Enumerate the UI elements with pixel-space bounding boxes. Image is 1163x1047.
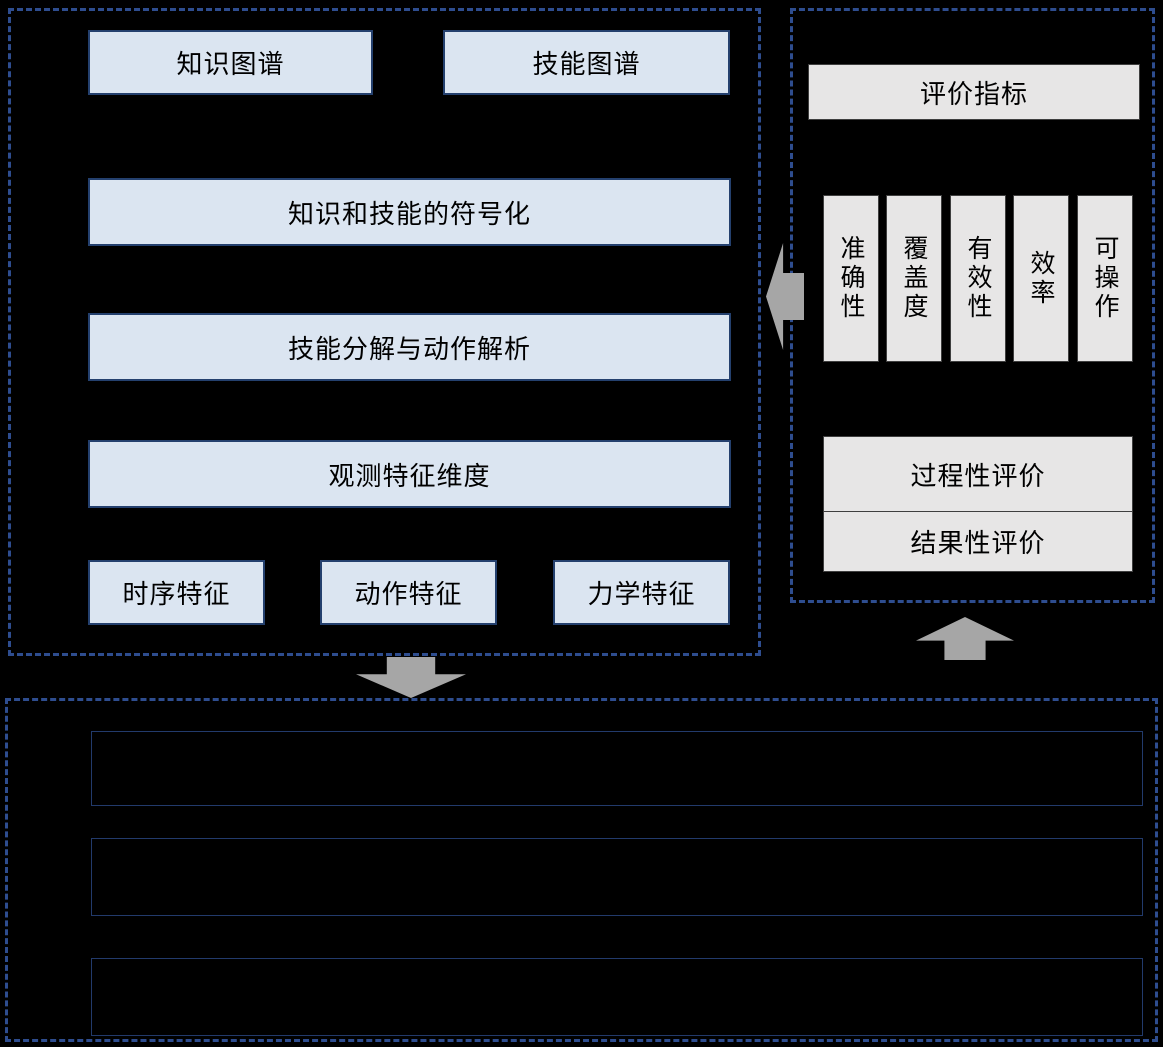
process-evaluation-box: 过程性评价 (823, 436, 1133, 512)
knowledge-skill-panel: 知识图谱 技能图谱 知识和技能的符号化 技能分解与动作解析 观测特征维度 时序特… (8, 8, 761, 656)
metric-effectiveness-box: 有效性 (950, 195, 1006, 362)
skill-decomposition-box: 技能分解与动作解析 (88, 313, 731, 381)
evaluation-panel: 评价指标 准确性 覆盖度 有效性 效率 可操作 过程性评价 结果性评价 (790, 8, 1155, 603)
observed-feature-dimension-box: 观测特征维度 (88, 440, 731, 508)
knowledge-graph-box: 知识图谱 (88, 30, 373, 95)
temporal-feature-box: 时序特征 (88, 560, 265, 625)
symbolization-box: 知识和技能的符号化 (88, 178, 731, 246)
action-feature-box: 动作特征 (320, 560, 497, 625)
metric-coverage-box: 覆盖度 (886, 195, 942, 362)
bottom-box-3 (91, 958, 1143, 1036)
metric-operability-box: 可操作 (1077, 195, 1133, 362)
result-evaluation-box: 结果性评价 (823, 511, 1133, 572)
block-arrow-down-icon (356, 657, 466, 698)
block-arrow-up-icon (916, 617, 1014, 660)
mechanics-feature-box: 力学特征 (553, 560, 730, 625)
metric-efficiency-box: 效率 (1013, 195, 1069, 362)
bottom-panel (5, 698, 1158, 1042)
skill-graph-box: 技能图谱 (443, 30, 730, 95)
bottom-box-1 (91, 731, 1143, 806)
metric-accuracy-box: 准确性 (823, 195, 879, 362)
evaluation-index-header: 评价指标 (808, 64, 1140, 120)
bottom-box-2 (91, 838, 1143, 916)
